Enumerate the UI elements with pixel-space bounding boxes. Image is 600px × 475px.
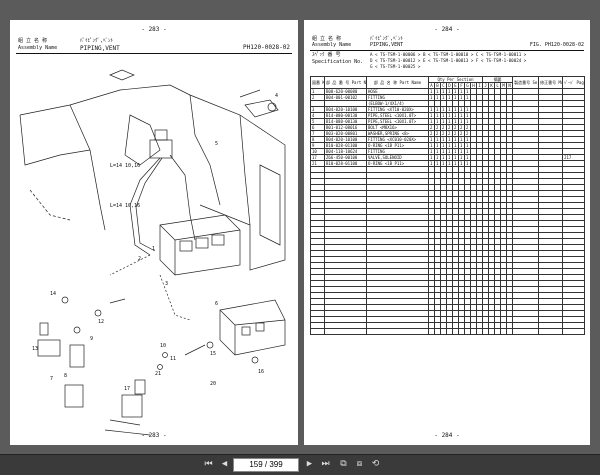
empty-cell (512, 328, 540, 335)
assembly-name-kana: ﾊﾟｲﾋﾟﾝｸﾞ,ﾍﾞﾝﾄ (80, 38, 114, 44)
fit-width-icon[interactable]: ⧈ (356, 459, 363, 469)
table-row-blank (310, 166, 586, 173)
assembly-name: PIPING,VENT (80, 45, 120, 52)
callout-11: 11 (170, 356, 176, 362)
table-row-blank (310, 220, 586, 227)
empty-cell (310, 328, 325, 335)
empty-cell (562, 328, 586, 335)
assembly-name-jp: 組 立 名 称 (18, 38, 48, 44)
header-rule (16, 53, 292, 54)
next-page-icon[interactable]: ▶ (306, 459, 313, 469)
table-row-blank (310, 226, 586, 233)
empty-cell (538, 328, 564, 335)
hose-length-note-1: L=14 10,16 (110, 163, 140, 169)
spec-line-3: G < TS-TSM-1-00025 > (370, 64, 421, 69)
callout-14: 14 (50, 291, 56, 297)
empty-cell (506, 328, 514, 335)
callout-12: 12 (98, 319, 104, 325)
header-part-no: 部 品 番 号 Part No. (324, 76, 367, 89)
table-row-blank (310, 328, 586, 335)
table-row-blank (310, 304, 586, 311)
empty-cell (324, 328, 367, 335)
spec-line-1: A < TS-TSM-1-00006 > B < TS-TSM-1-00010 … (370, 52, 527, 57)
page-number-bottom: - 284 - (434, 432, 460, 439)
header-serial: 製造番号 Serial No. (512, 76, 540, 89)
page-number-top: - 283 - (141, 26, 167, 33)
callout-5: 5 (215, 141, 218, 147)
assembly-name-label: Assembly Name (312, 42, 352, 48)
assembly-name: PIPING,VENT (370, 42, 404, 48)
spec-jp: ｽﾍﾟｯｸ 番 号 (312, 52, 341, 58)
right-catalog-page: - 284 - 組 立 名 称 Assembly Name ﾊﾟｲﾋﾟﾝｸﾞ,ﾍ… (304, 20, 590, 445)
header-page: ﾍﾟｰｼﾞ Page (562, 76, 586, 89)
assembly-name-label: Assembly Name (18, 45, 58, 51)
callout-2: 2 (138, 256, 141, 262)
callout-4: 4 (275, 93, 278, 99)
header-part-name: 部 品 名 称 Part Name (366, 76, 429, 89)
callout-13: 13 (32, 346, 38, 352)
hose-length-note-2: L=14 10,16 (110, 203, 140, 209)
table-row-blank (310, 268, 586, 275)
exploded-parts-diagram: 4 5 1 2 3 14 13 12 7 8 9 10 11 17 21 6 1… (19, 69, 286, 436)
table-row-blank (310, 322, 586, 329)
callout-8: 8 (64, 373, 67, 379)
callout-20: 20 (210, 381, 216, 387)
callout-7: 7 (50, 376, 53, 382)
rotate-icon[interactable]: ⟲ (371, 459, 380, 469)
callout-17: 17 (124, 386, 130, 392)
callout-6: 6 (215, 301, 218, 307)
spec-line-2: D < TS-TSM-1-00012 > E < TS-TSM-1-00013 … (370, 58, 527, 63)
parts-table: 図番 Key No. 部 品 番 号 Part No. 部 品 名 称 Part… (310, 76, 586, 335)
previous-page-icon[interactable]: ◀ (221, 459, 228, 469)
left-catalog-page: - 283 - 組 立 名 称 Assembly Name ﾊﾟｲﾋﾟﾝｸﾞ,ﾍ… (10, 20, 298, 445)
header-rule (310, 50, 584, 51)
table-header-row: 図番 Key No. 部 品 番 号 Part No. 部 品 名 称 Part… (310, 76, 586, 89)
table-row-blank (310, 244, 586, 251)
header-modif: 修正番号 Modifi. No. (538, 76, 564, 89)
figure-code: PH120-0028-02 (243, 44, 290, 51)
callout-1: 1 (152, 246, 155, 252)
assembly-name-kana: ﾊﾟｲﾋﾟﾝｸﾞ,ﾍﾞﾝﾄ (370, 36, 404, 42)
callout-9: 9 (90, 336, 93, 342)
callout-21: 21 (155, 371, 161, 377)
callout-15: 15 (210, 351, 216, 357)
callout-10: 10 (160, 343, 166, 349)
fit-page-icon[interactable]: ⧉ (340, 459, 347, 469)
callout-16: 16 (258, 369, 264, 375)
page-number-field[interactable]: 159 / 399 (233, 458, 299, 472)
empty-cell (475, 328, 484, 335)
assembly-name-jp: 組 立 名 称 (312, 36, 342, 42)
pdf-viewer-toolbar: ⏮ ◀ 159 / 399 ▶ ⏭ ⧉ ⧈ ⟲ (0, 454, 600, 475)
spec-label: Specification No. (312, 59, 364, 65)
header-key: 図番 Key No. (310, 76, 325, 89)
empty-cell (366, 328, 429, 335)
page-number-top: - 284 - (434, 26, 460, 33)
callout-3: 3 (165, 281, 168, 287)
page-number-bottom: - 283 - (141, 432, 167, 439)
first-page-icon[interactable]: ⏮ (204, 459, 213, 469)
fig-code: FIG. PH120-0028-02 (529, 42, 584, 48)
table-row-blank (310, 208, 586, 215)
last-page-icon[interactable]: ⏭ (321, 459, 330, 469)
